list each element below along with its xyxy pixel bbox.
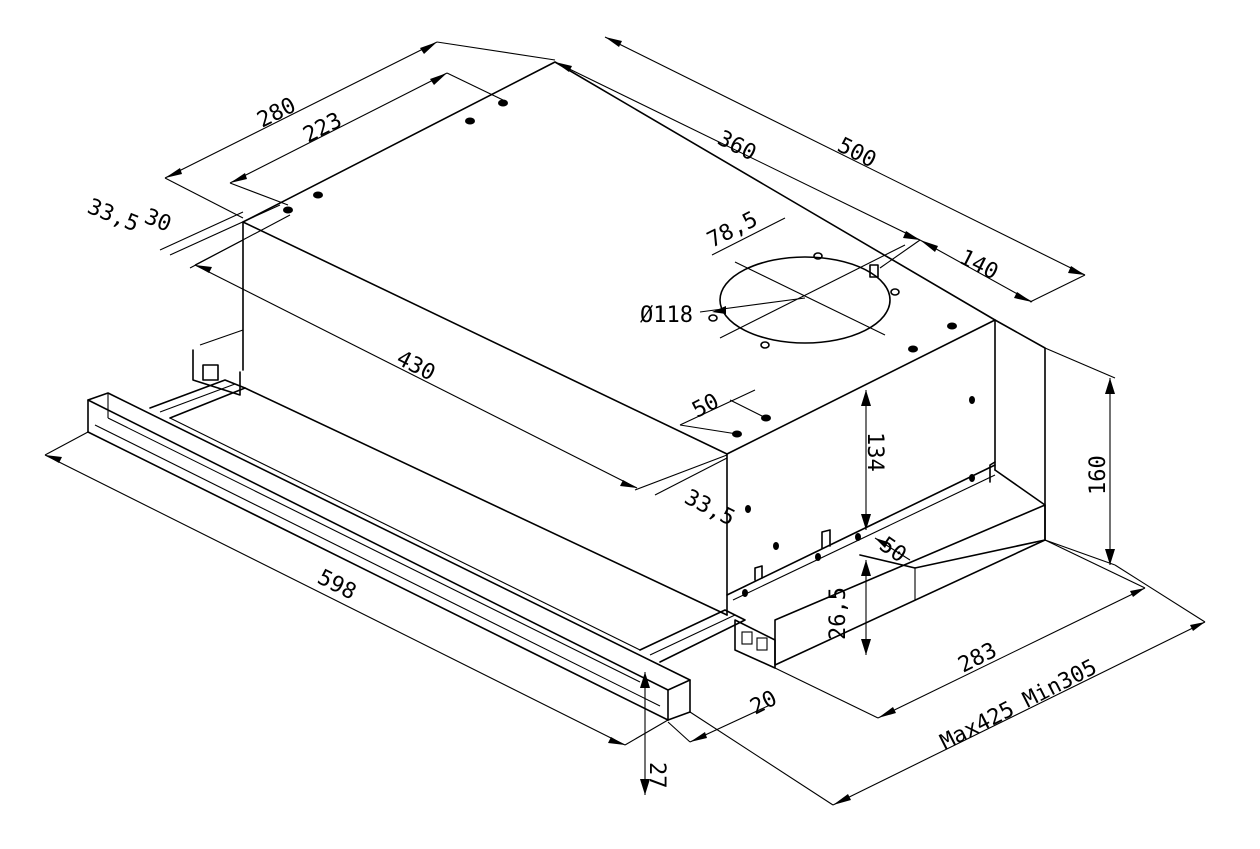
label-33-5-top: 33,5 (84, 194, 142, 237)
side-tabs (754, 461, 996, 581)
label-430: 430 (392, 346, 439, 386)
housing-top-face (242, 61, 996, 455)
label-500: 500 (833, 133, 880, 173)
label-134: 134 (862, 432, 887, 472)
dimension-lines (44, 36, 1206, 806)
front-visor (87, 392, 691, 721)
label-140: 140 (955, 245, 1002, 285)
mounting-holes (283, 99, 975, 597)
label-280: 280 (253, 93, 300, 133)
label-160: 160 (1086, 455, 1111, 495)
label-360: 360 (713, 126, 760, 166)
label-33-5-front: 33,5 (680, 485, 739, 531)
housing-right-bottom (726, 464, 996, 596)
label-598: 598 (313, 565, 360, 605)
drawer-rails (149, 364, 776, 669)
back-plate (994, 319, 1046, 541)
fan-circle (719, 256, 891, 344)
label-27: 27 (644, 762, 669, 789)
lower-drawer-body (774, 504, 1046, 666)
label-78-5: 78,5 (703, 207, 762, 253)
visor-top-face (87, 392, 691, 691)
label-30: 30 (141, 204, 175, 237)
arrowheads (45, 37, 1205, 805)
label-20: 20 (746, 686, 781, 720)
fan-opening (708, 244, 906, 349)
label-26-5: 26,5 (826, 587, 851, 640)
right-end-bracket (734, 619, 776, 669)
label-283: 283 (954, 638, 1001, 678)
label-diameter-118: Ø118 (640, 303, 693, 328)
label-50-side: 50 (875, 532, 911, 568)
label-223: 223 (299, 108, 346, 148)
left-rail-bracket (192, 349, 241, 396)
